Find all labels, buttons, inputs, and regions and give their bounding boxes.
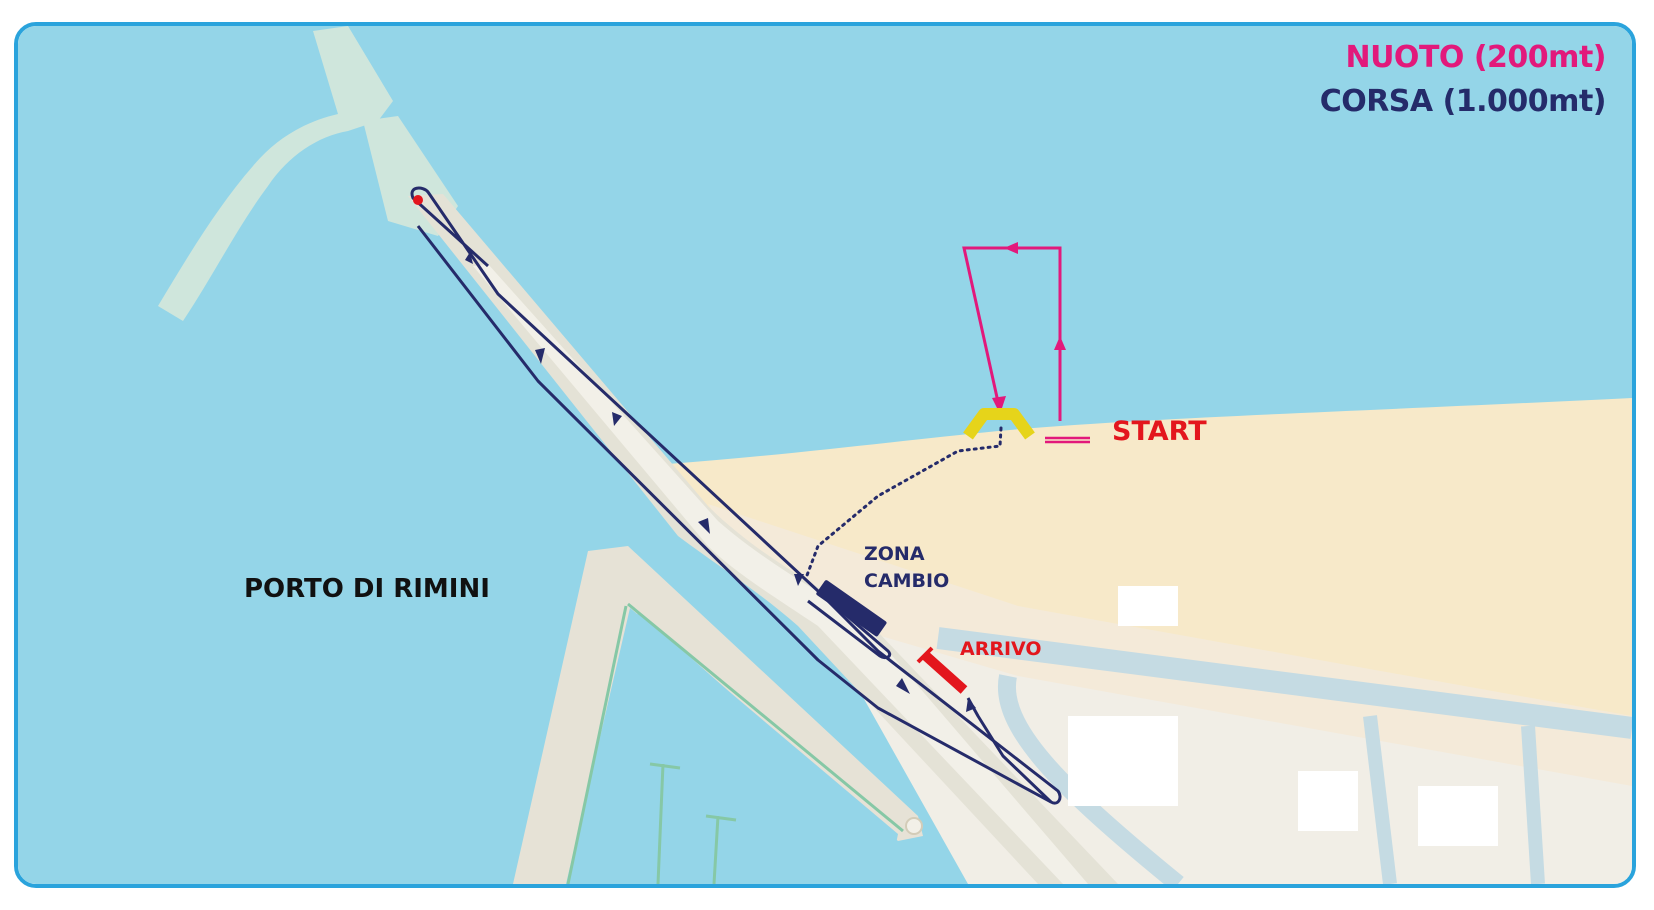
- transition-zone-label: ZONA CAMBIO: [864, 541, 949, 595]
- beach-area: [668, 398, 1632, 746]
- jetty-surface: [473, 264, 1088, 884]
- swim-arrow-icon: [992, 242, 1066, 414]
- run-arrow-icon: [465, 252, 976, 712]
- breakwater-north: [158, 26, 393, 321]
- pier-south-edge: [627, 602, 904, 833]
- finish-label: ARRIVO: [960, 638, 1042, 660]
- pier-south-inner: [566, 608, 898, 884]
- road: [936, 627, 1632, 739]
- transition-zone-label-line1: ZONA: [864, 543, 925, 565]
- transition-zone-label-line2: CAMBIO: [864, 570, 950, 592]
- legend-run: CORSA (1.000mt): [1319, 84, 1607, 119]
- beach-lower-area: [708, 504, 1632, 786]
- legend-swim: NUOTO (200mt): [1345, 40, 1606, 75]
- building: [1418, 786, 1498, 846]
- road: [1363, 715, 1397, 884]
- pier-bollard: [905, 817, 923, 835]
- road: [1521, 725, 1545, 884]
- transition-path: [804, 426, 1003, 580]
- transition-rack: [816, 580, 887, 637]
- road: [997, 674, 1184, 884]
- pier-south-edge: [566, 605, 628, 884]
- harbour-label: PORTO DI RIMINI: [244, 574, 490, 604]
- map-frame: NUOTO (200mt) CORSA (1.000mt) START ZONA…: [14, 22, 1636, 888]
- course-map: [18, 26, 1632, 884]
- mooring: [705, 814, 737, 884]
- mooring: [649, 762, 681, 884]
- start-label: START: [1112, 416, 1207, 447]
- building: [1068, 716, 1178, 806]
- finish-line: [916, 646, 968, 694]
- building: [1298, 771, 1358, 831]
- turnaround-point: [413, 195, 423, 205]
- building: [1118, 586, 1178, 626]
- swim-course: [962, 246, 1090, 444]
- pier-south: [513, 546, 923, 884]
- swim-exit-ramp: [963, 408, 1035, 440]
- jetty: [408, 194, 1118, 884]
